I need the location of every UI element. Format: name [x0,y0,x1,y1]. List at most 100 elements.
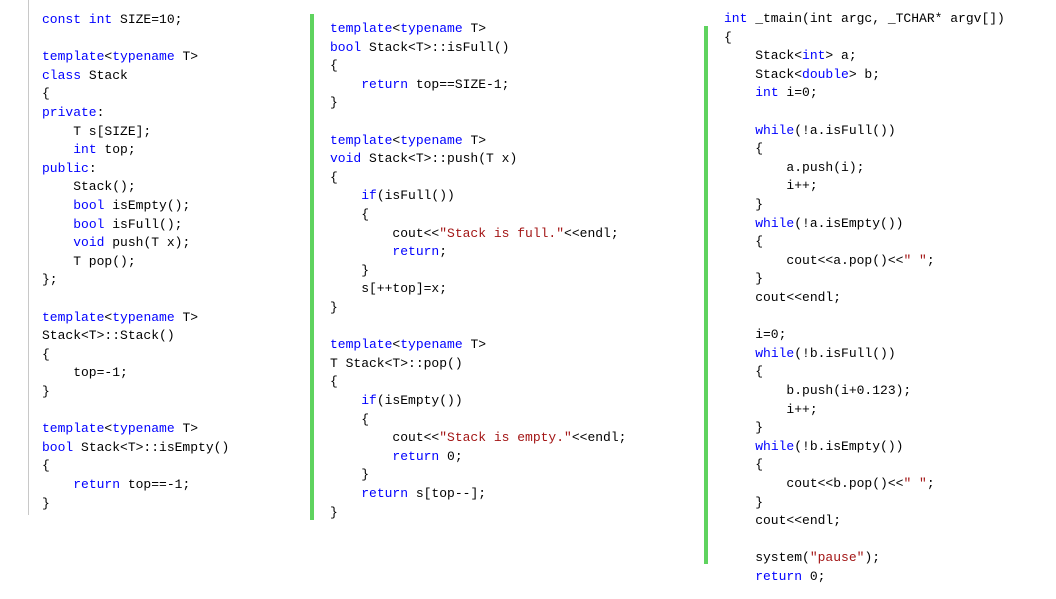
code-line[interactable]: } [724,419,763,437]
code-line[interactable]: template<typename T> [42,48,198,66]
code-text [42,198,73,213]
code-line[interactable]: cout<<endl; [724,289,841,307]
code-line[interactable]: while(!a.isFull()) [724,122,895,140]
code-line[interactable]: template<typename T> [330,20,486,38]
code-line[interactable]: { [42,346,50,364]
code-line[interactable]: return 0; [330,448,462,466]
code-line[interactable]: template<typename T> [330,132,486,150]
code-line[interactable]: if(isEmpty()) [330,392,462,410]
code-line[interactable]: } [724,270,763,288]
code-line[interactable]: } [330,262,369,280]
code-line[interactable]: while(!a.isEmpty()) [724,215,903,233]
code-line[interactable]: template<typename T> [42,420,198,438]
code-line[interactable]: return; [330,243,447,261]
code-panel-member-functions[interactable]: template<typename T>bool Stack<T>::isFul… [316,0,696,520]
code-line[interactable]: s[++top]=x; [330,280,447,298]
code-line[interactable]: i=0; [724,326,786,344]
code-line[interactable]: } [42,383,50,401]
code-line[interactable]: cout<<endl; [724,512,841,530]
code-text: i++; [724,178,818,194]
code-line[interactable]: bool isFull(); [42,216,182,234]
code-keyword: class [42,67,82,83]
code-line[interactable]: bool isEmpty(); [42,197,190,215]
code-text: } [330,504,338,520]
code-line[interactable]: { [724,140,763,158]
code-line[interactable]: { [724,456,763,474]
code-line[interactable]: const int SIZE=10; [42,11,182,29]
code-line[interactable]: Stack<T>::Stack() [42,327,175,345]
code-line[interactable]: { [330,57,338,75]
code-panel-class-definition[interactable]: const int SIZE=10;template<typename T>cl… [28,0,298,520]
code-text: top==-1; [120,477,191,492]
code-line[interactable]: system("pause"); [724,549,880,567]
code-line[interactable]: Stack<double> b; [724,66,880,84]
code-line[interactable]: } [330,94,338,112]
code-text: > a; [825,48,857,64]
code-line[interactable]: { [42,457,50,475]
code-line[interactable]: } [724,494,763,512]
code-text: a.push(i); [724,159,865,175]
code-keyword: void [330,151,362,167]
code-line[interactable]: { [724,29,732,47]
code-line[interactable]: } [330,466,369,484]
code-line[interactable]: { [330,169,338,187]
code-line[interactable]: { [724,363,763,381]
code-line[interactable]: T pop(); [42,253,135,271]
code-line[interactable]: cout<<b.pop()<<" "; [724,475,935,493]
code-line[interactable]: template<typename T> [330,336,486,354]
code-line[interactable]: return top==-1; [42,476,190,494]
code-line[interactable]: public: [42,160,97,178]
code-line[interactable]: if(isFull()) [330,187,455,205]
changed-lines-gutter [704,26,708,564]
code-line[interactable]: } [42,495,50,513]
code-text: { [724,457,764,473]
code-line[interactable]: { [42,85,50,103]
code-text: Stack [81,67,128,83]
code-line[interactable]: bool Stack<T>::isEmpty() [42,439,229,457]
code-panel-main-function[interactable]: int _tmain(int argc, _TCHAR* argv[]){ St… [712,0,1056,599]
code-text: < [392,21,401,36]
code-line[interactable]: while(!b.isFull()) [724,345,895,363]
code-line[interactable]: { [330,411,369,429]
code-text: T> [462,21,487,36]
code-line[interactable]: i++; [724,177,818,195]
fold-guide [28,0,29,515]
code-text: ; [926,476,935,491]
code-line[interactable]: return s[top--]; [330,485,486,503]
code-line[interactable]: while(!b.isEmpty()) [724,438,903,456]
code-line[interactable]: T s[SIZE]; [42,123,151,141]
code-line[interactable]: template<typename T> [42,309,198,327]
code-line[interactable]: }; [42,271,58,289]
code-line[interactable]: void push(T x); [42,234,190,252]
code-text: cout<<a.pop()<< [724,252,904,268]
code-line[interactable]: { [330,206,369,224]
code-line[interactable]: { [330,373,338,391]
code-line[interactable]: } [724,196,763,214]
code-line[interactable]: return top==SIZE-1; [330,76,509,94]
code-line[interactable]: int _tmain(int argc, _TCHAR* argv[]) [724,10,1005,28]
code-line[interactable]: int i=0; [724,84,817,102]
code-line[interactable]: cout<<"Stack is empty."<<endl; [330,429,626,447]
code-text: } [724,494,764,510]
code-line[interactable]: Stack(); [42,178,135,196]
code-line[interactable]: class Stack [42,67,128,85]
code-line[interactable]: top=-1; [42,364,128,382]
code-text: < [392,132,401,148]
code-line[interactable]: i++; [724,401,817,419]
code-line[interactable]: cout<<a.pop()<<" "; [724,252,934,270]
code-line[interactable]: a.push(i); [724,159,864,177]
code-line[interactable]: b.push(i+0.123); [724,382,911,400]
code-line[interactable]: cout<<"Stack is full."<<endl; [330,225,618,243]
code-text: (isFull()) [376,188,455,204]
code-line[interactable]: } [330,504,338,522]
code-text [42,217,73,232]
code-line[interactable]: { [724,233,763,251]
code-line[interactable]: return 0; [724,568,825,586]
code-line[interactable]: void Stack<T>::push(T x) [330,150,517,168]
code-line[interactable]: bool Stack<T>::isFull() [330,39,509,57]
code-line[interactable]: private: [42,104,104,122]
code-line[interactable]: } [330,299,338,317]
code-line[interactable]: int top; [42,141,135,159]
code-line[interactable]: T Stack<T>::pop() [330,355,463,373]
code-line[interactable]: Stack<int> a; [724,47,857,65]
